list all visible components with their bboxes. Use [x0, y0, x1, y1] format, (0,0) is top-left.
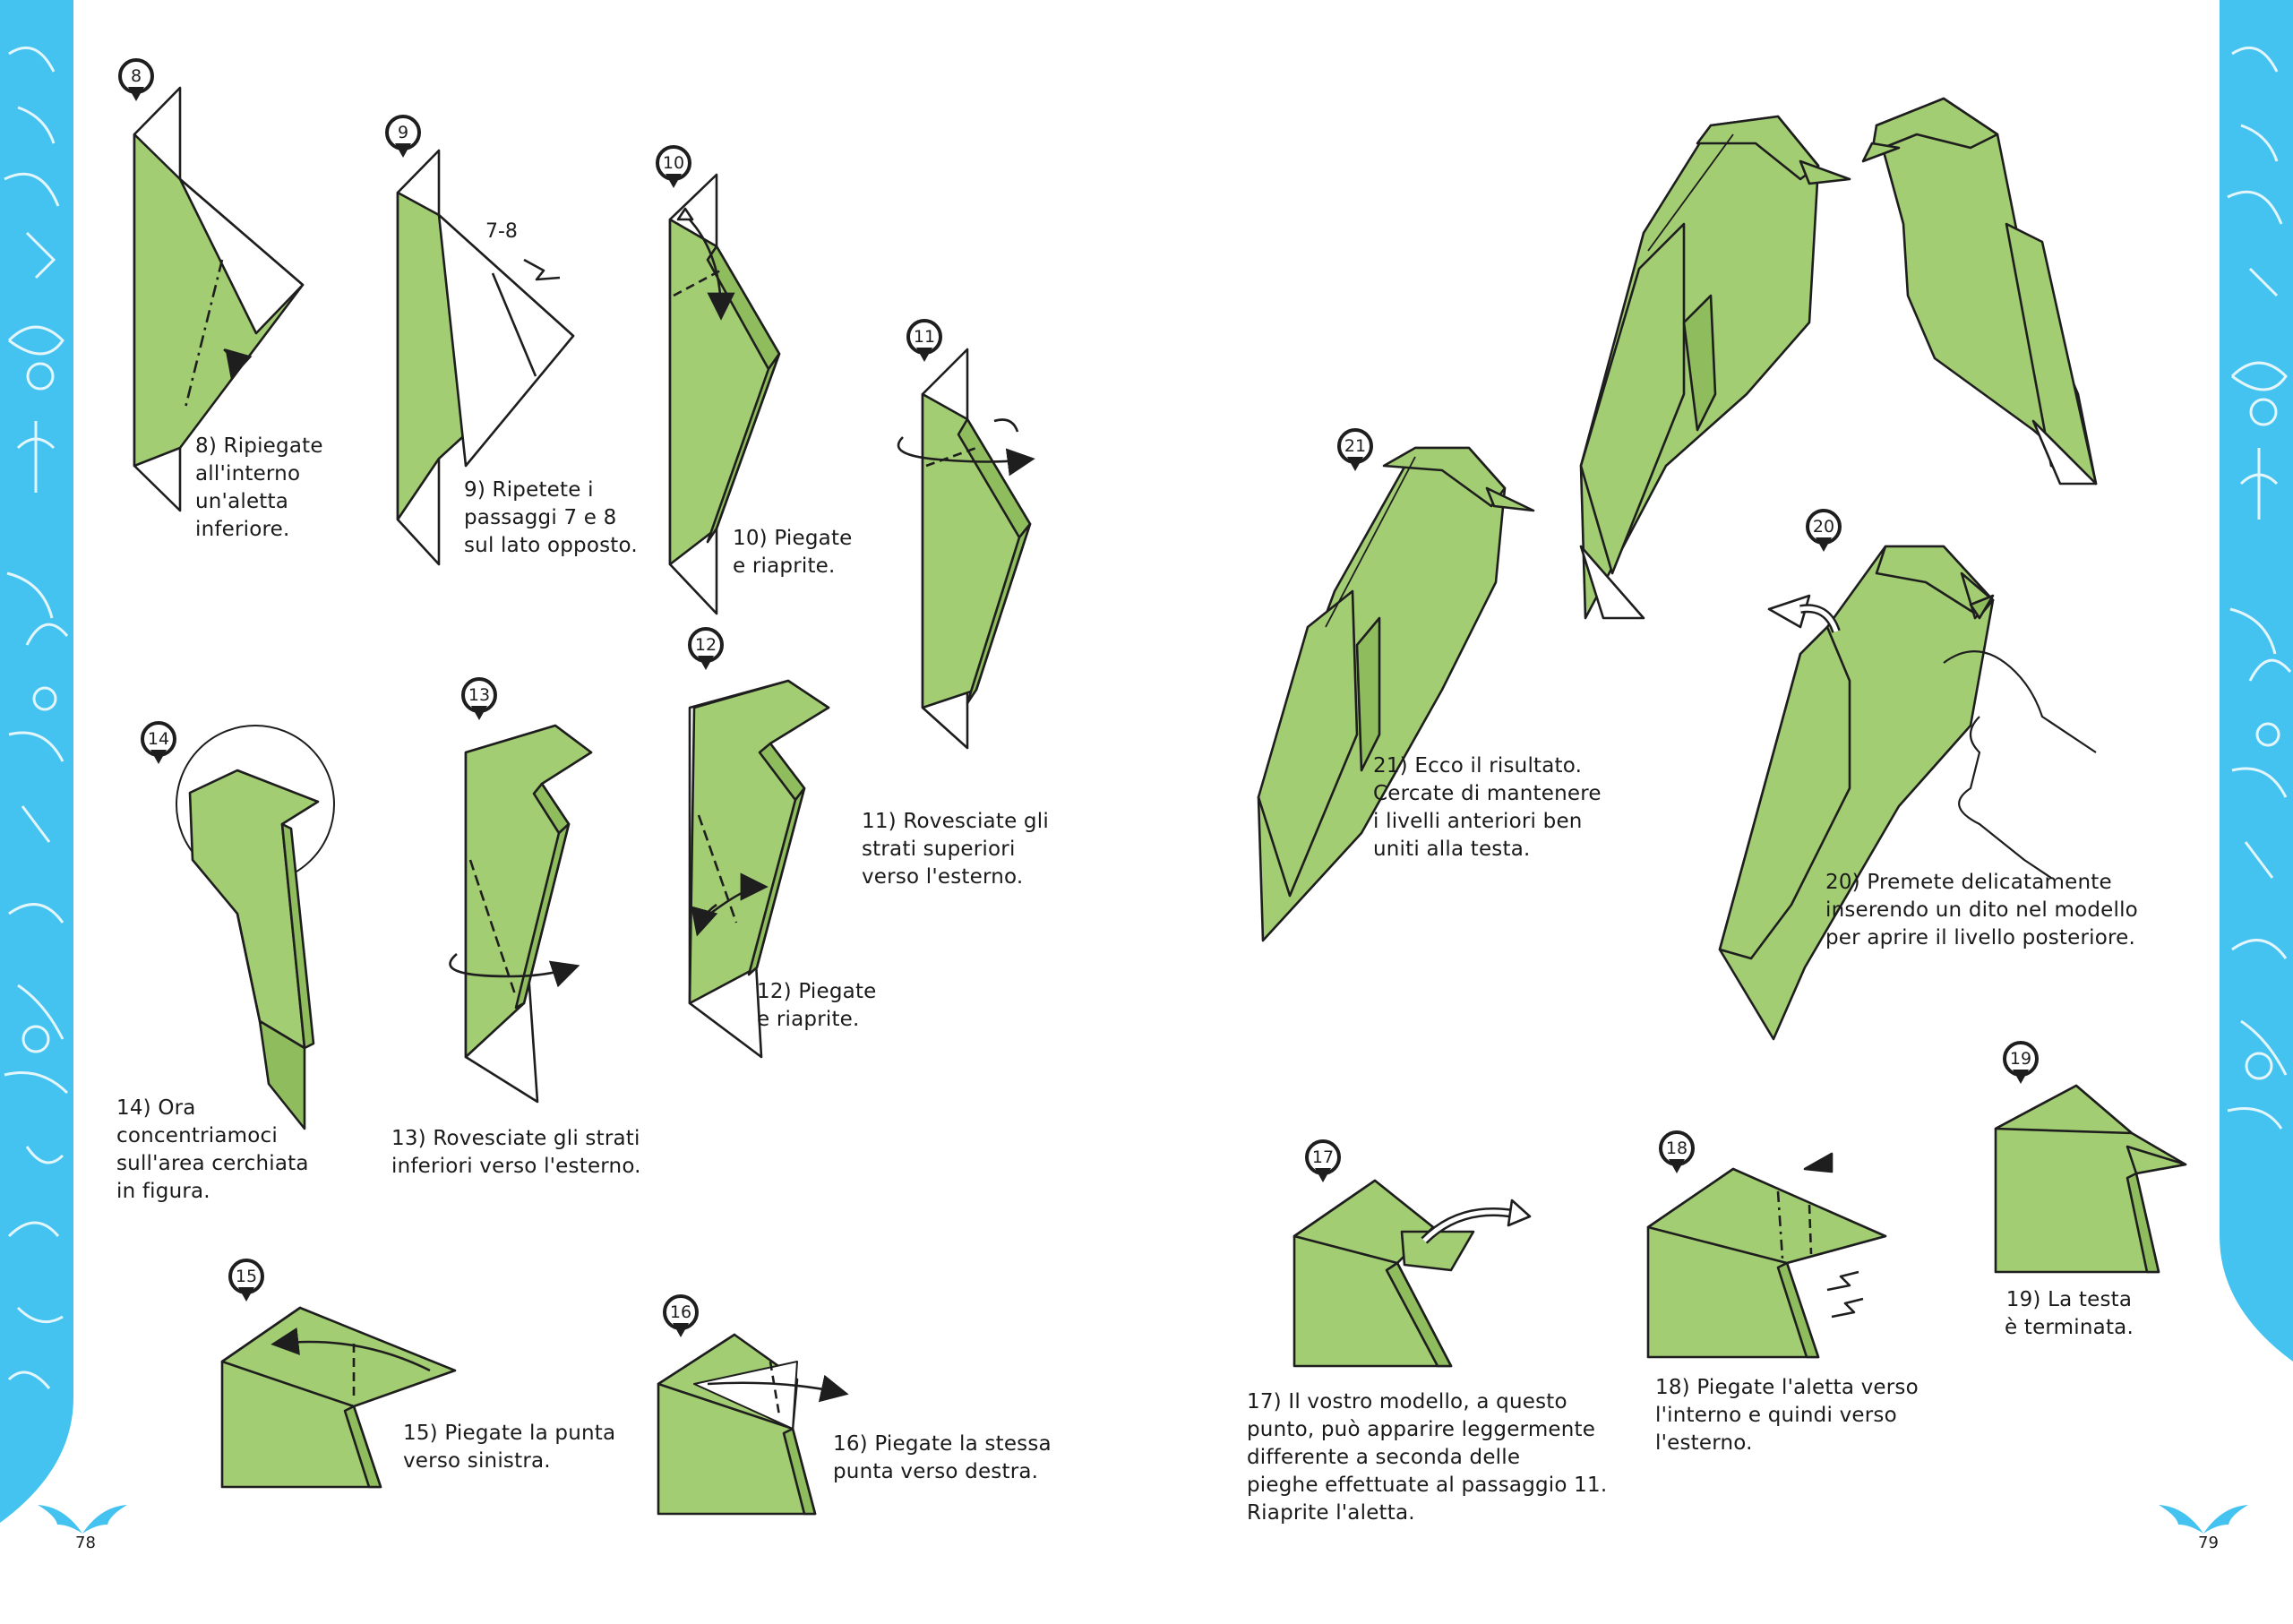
- step-11-diagram: [897, 348, 1035, 750]
- wings-icon: [2159, 1505, 2248, 1534]
- left-floral-border: [0, 0, 79, 1624]
- step-16-caption: 16) Piegate la stessa punta verso destra…: [833, 1432, 1052, 1483]
- step-21-badge: 21: [1337, 428, 1373, 475]
- step-13-caption: 13) Rovesciate gli strati inferiori vers…: [391, 1127, 641, 1178]
- step-20-caption: 20) Premete delicatamente inserendo un d…: [1825, 871, 2138, 949]
- step-19-caption: 19) La testa è terminata.: [2005, 1288, 2134, 1339]
- step-21-caption: 21) Ecco il risultato. Cercate di manten…: [1373, 754, 1602, 861]
- step-15-diagram: [220, 1306, 457, 1489]
- step-17-badge: 17: [1305, 1139, 1341, 1186]
- step-8-badge: 8: [118, 58, 154, 105]
- step-21-diagram: [1257, 446, 1535, 942]
- step-14-badge: 14: [141, 721, 176, 768]
- step-9-fold-ref: 7-8: [485, 220, 518, 243]
- step-18-caption: 18) Piegate l'aletta verso l'interno e q…: [1655, 1376, 1919, 1455]
- step-18-diagram: [1646, 1152, 1887, 1359]
- step-15-badge: 15: [228, 1259, 264, 1305]
- page-number-right: 79: [2198, 1534, 2219, 1552]
- step-14-diagram: [176, 725, 335, 1130]
- step-20-diagram: [1718, 545, 2097, 1041]
- step-9-badge: 9: [385, 115, 421, 161]
- step-20-badge: 20: [1806, 509, 1842, 555]
- right-floral-border: [2214, 0, 2293, 1624]
- step-9-diagram: [396, 149, 575, 566]
- step-8-caption: 8) Ripiegate all'interno un'aletta infer…: [195, 434, 323, 541]
- step-18-badge: 18: [1659, 1130, 1695, 1177]
- step-11-caption: 11) Rovesciate gli strati superiori vers…: [862, 810, 1049, 889]
- step-12-diagram: [688, 679, 830, 1059]
- step-14-caption: 14) Ora concentriamoci sull'area cerchia…: [116, 1096, 309, 1203]
- step-10-diagram: [668, 173, 781, 615]
- step-15-caption: 15) Piegate la punta verso sinistra.: [403, 1422, 616, 1473]
- step-19-badge: 19: [2003, 1041, 2039, 1087]
- step-12-badge: 12: [688, 627, 724, 674]
- wings-icon: [38, 1505, 127, 1534]
- step-17-caption: 17) Il vostro modello, a questo punto, p…: [1247, 1390, 1608, 1525]
- step-16-diagram: [657, 1333, 849, 1516]
- final-model-diagram: [1579, 97, 2098, 620]
- step-10-badge: 10: [656, 145, 691, 192]
- step-8-diagram: [133, 86, 305, 512]
- page-number-left: 78: [75, 1534, 96, 1552]
- step-19-diagram: [1994, 1084, 2187, 1274]
- step-13-diagram: [449, 724, 593, 1104]
- step-17-diagram: [1292, 1179, 1532, 1368]
- step-11-badge: 11: [906, 319, 942, 365]
- step-13-badge: 13: [461, 677, 497, 724]
- step-10-caption: 10) Piegate e riaprite.: [733, 527, 853, 578]
- step-9-caption: 9) Ripetete i passaggi 7 e 8 sul lato op…: [464, 478, 638, 557]
- step-12-caption: 12) Piegate e riaprite.: [757, 980, 877, 1031]
- step-16-badge: 16: [663, 1294, 699, 1341]
